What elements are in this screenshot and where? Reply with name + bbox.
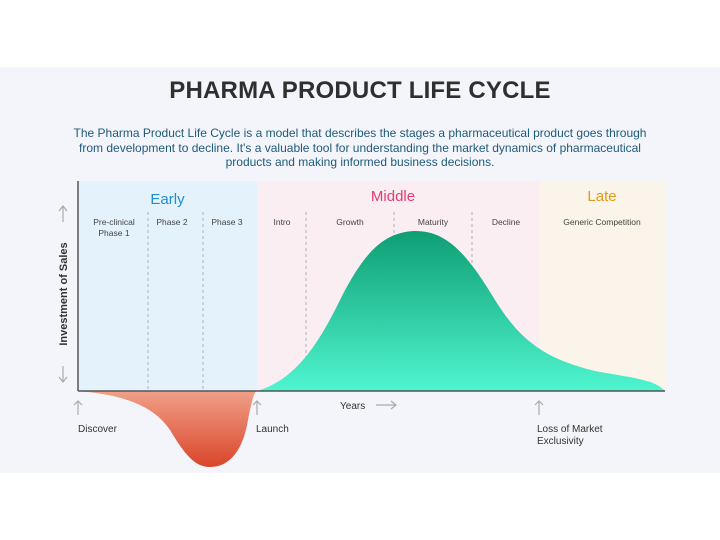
phase-label: Phase 1 (98, 228, 129, 238)
up-arrow-icon (58, 205, 68, 222)
phase-label: Intro (273, 217, 290, 227)
milestone-label-loss-of-exclusivity-line2: Exclusivity (537, 436, 584, 447)
sales-curve (257, 231, 665, 391)
phase-label: Decline (492, 217, 521, 227)
stage-title-early: Early (150, 191, 185, 208)
phase-label: Phase 3 (211, 217, 242, 227)
investment-curve (78, 391, 257, 467)
page-title: PHARMA PRODUCT LIFE CYCLE (169, 77, 551, 104)
phase-label: Pre-clinical (93, 217, 135, 227)
phase-label: Growth (336, 217, 364, 227)
stage-panel-late (539, 181, 665, 391)
stage-title-middle: Middle (371, 188, 415, 205)
down-arrow-icon (58, 366, 68, 383)
phase-label: Generic Competition (563, 217, 641, 227)
phase-label: Phase 2 (156, 217, 187, 227)
up-arrow-icon (534, 400, 544, 415)
up-arrow-icon (73, 400, 83, 415)
right-arrow-icon (376, 400, 397, 410)
up-arrow-icon (252, 400, 262, 415)
phase-label: Maturity (418, 217, 449, 227)
x-axis-label: Years (340, 401, 365, 412)
y-axis-label: Investment of Sales (58, 242, 70, 345)
stage-panel-early (78, 181, 257, 391)
milestone-label-launch: Launch (256, 424, 289, 435)
stage-title-late: Late (587, 188, 616, 205)
description-text: The Pharma Product Life Cycle is a model… (73, 126, 647, 169)
milestone-label-discover: Discover (78, 424, 118, 435)
milestone-label-loss-of-exclusivity: Loss of Market (537, 424, 603, 435)
